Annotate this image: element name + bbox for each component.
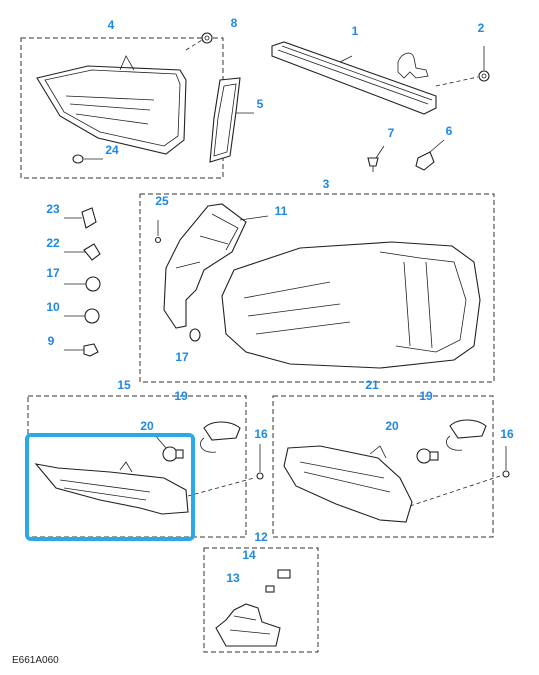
callout-16-right[interactable]: 16 — [500, 427, 514, 441]
part-20-bulb-left[interactable] — [162, 446, 184, 462]
callout-2[interactable]: 2 — [478, 21, 485, 35]
callout-11[interactable]: 11 — [275, 204, 288, 218]
group-box-21 — [272, 395, 494, 538]
callout-19-right[interactable]: 19 — [419, 389, 433, 403]
callout-22[interactable]: 22 — [46, 236, 60, 250]
part-18-cover[interactable] — [85, 276, 101, 292]
callout-6[interactable]: 6 — [446, 124, 453, 138]
callout-5[interactable]: 5 — [257, 97, 264, 111]
callout-16-left[interactable]: 16 — [254, 427, 268, 441]
part-20-bulb-right[interactable] — [416, 448, 439, 464]
part-24-grommet[interactable] — [72, 154, 84, 164]
callout-4[interactable]: 4 — [108, 18, 115, 32]
group-box-12 — [203, 547, 319, 653]
callout-15[interactable]: 15 — [117, 378, 131, 392]
part-15-fog-lamp-left[interactable] — [34, 461, 189, 515]
callout-7[interactable]: 7 — [388, 126, 395, 140]
part-16-screw-right[interactable] — [502, 446, 510, 478]
part-2-nut[interactable] — [478, 70, 490, 82]
callout-20-right[interactable]: 20 — [385, 419, 399, 433]
callout-21[interactable]: 21 — [365, 378, 379, 392]
part-11-bracket[interactable] — [163, 203, 247, 329]
part-10-cap[interactable] — [84, 308, 100, 324]
callout-9[interactable]: 9 — [48, 334, 55, 348]
part-21-fog-lamp-right[interactable] — [283, 445, 413, 523]
part-6-clip[interactable] — [415, 151, 435, 171]
callout-24[interactable]: 24 — [105, 143, 119, 157]
part-22-connector[interactable] — [83, 243, 101, 261]
group-box-15 — [27, 395, 247, 538]
part-16-screw-left[interactable] — [256, 444, 264, 480]
diagram-id-label: E661A060 — [12, 655, 59, 666]
part-4-lamp-housing[interactable] — [36, 55, 187, 155]
part-25-screw[interactable] — [154, 220, 162, 244]
callout-8[interactable]: 8 — [231, 16, 238, 30]
callout-12[interactable]: 12 — [254, 530, 268, 544]
group-box-3 — [139, 193, 495, 383]
callout-10[interactable]: 10 — [46, 300, 60, 314]
part-1-high-mount-lamp[interactable] — [271, 41, 437, 115]
part-3-headlamp-assembly[interactable] — [221, 241, 481, 369]
callout-17[interactable]: 17 — [175, 350, 189, 364]
part-5-gasket[interactable] — [209, 77, 241, 163]
part-9-nut[interactable] — [83, 343, 99, 357]
part-8-clip[interactable] — [201, 32, 213, 44]
callout-25[interactable]: 25 — [155, 194, 169, 208]
part-19-bulb-holder-left[interactable] — [200, 421, 241, 453]
part-7-screw[interactable] — [367, 157, 379, 172]
callout-3[interactable]: 3 — [323, 177, 330, 191]
part-23-cap[interactable] — [81, 207, 97, 229]
callout-23[interactable]: 23 — [46, 202, 60, 216]
part-12-licence-lamp[interactable] — [215, 603, 281, 647]
part-17-grommet[interactable] — [189, 328, 201, 342]
part-19-bulb-holder-right[interactable] — [446, 419, 487, 451]
callout-13[interactable]: 13 — [226, 571, 240, 585]
part-14-bulb[interactable] — [277, 569, 291, 579]
callout-18[interactable]: 17 — [46, 266, 60, 280]
callout-19-left[interactable]: 19 — [174, 389, 188, 403]
callout-14[interactable]: 14 — [242, 548, 256, 562]
callout-20-left[interactable]: 20 — [140, 419, 154, 433]
selection-highlight-15 — [25, 433, 195, 541]
part-13-bulb-small[interactable] — [265, 585, 275, 593]
callout-1[interactable]: 1 — [352, 24, 359, 38]
